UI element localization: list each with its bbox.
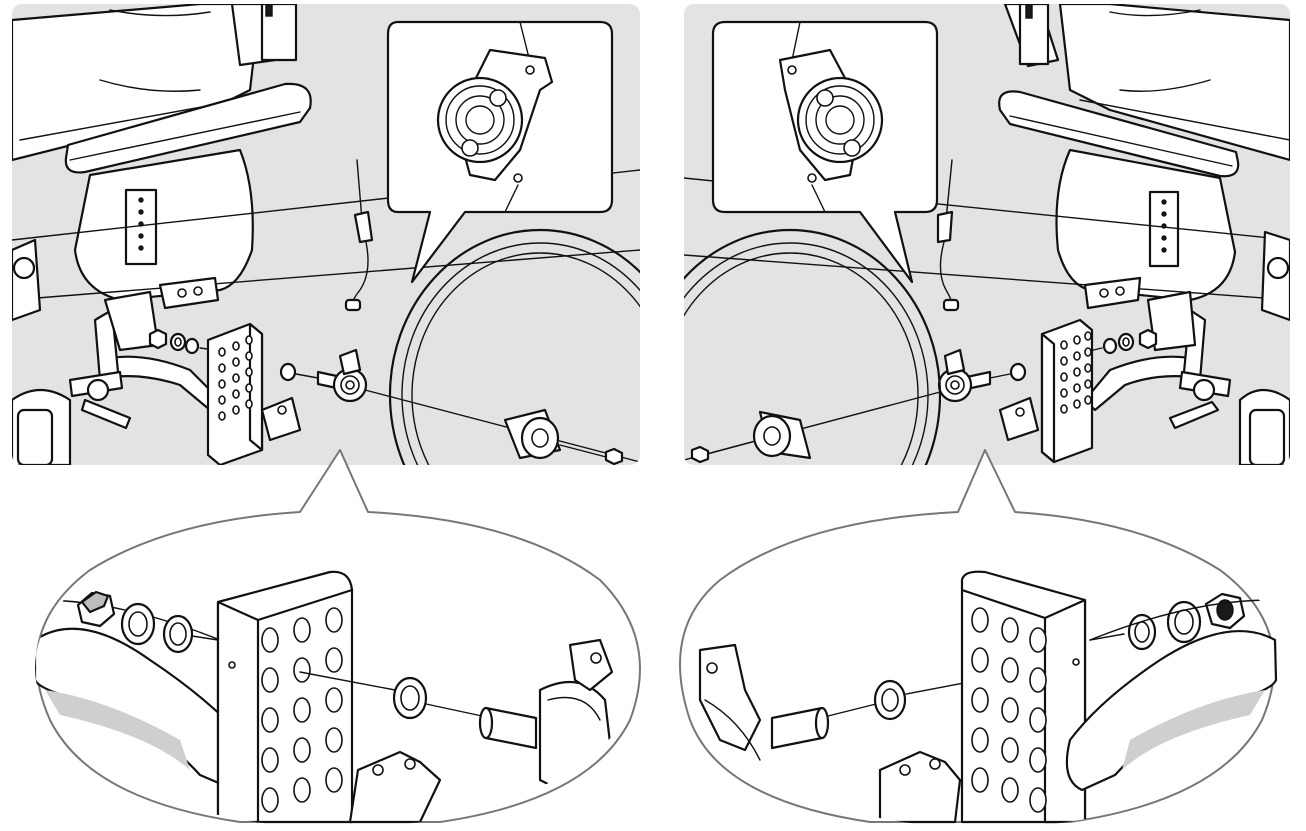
- wheel-right: [684, 228, 942, 465]
- seat-back-right: [1058, 4, 1290, 162]
- brake-hub-right: [937, 348, 973, 403]
- right-overview-panel: [684, 4, 1290, 465]
- left-callout-inset: [386, 20, 614, 284]
- right-zoom-bubble: [679, 449, 1278, 824]
- axle-bushing: [279, 362, 297, 382]
- left-zoom-bubble: [35, 449, 641, 824]
- side-plate: [206, 322, 264, 465]
- zoom-left-bushing: [392, 676, 428, 720]
- zoom-left-side-plate: [216, 570, 354, 824]
- right-callout-inset: [711, 20, 939, 284]
- armrest: [64, 82, 312, 174]
- right-washers: [1102, 328, 1158, 355]
- brake-hub: [332, 348, 368, 403]
- armrest-right: [998, 90, 1240, 178]
- side-plate-right: [1040, 318, 1094, 464]
- side-guard: [73, 148, 254, 302]
- zoom-right-side-plate: [960, 570, 1087, 824]
- seat-back: [12, 4, 262, 162]
- wheel: [388, 228, 640, 465]
- left-washers: [148, 328, 200, 355]
- zoom-left-nut-washers: [76, 590, 194, 654]
- zoom-right-bushing: [873, 679, 907, 721]
- zoom-right-brake-hub: [698, 643, 762, 761]
- axle-bushing-right: [1009, 362, 1027, 382]
- left-overview-panel: [12, 4, 640, 465]
